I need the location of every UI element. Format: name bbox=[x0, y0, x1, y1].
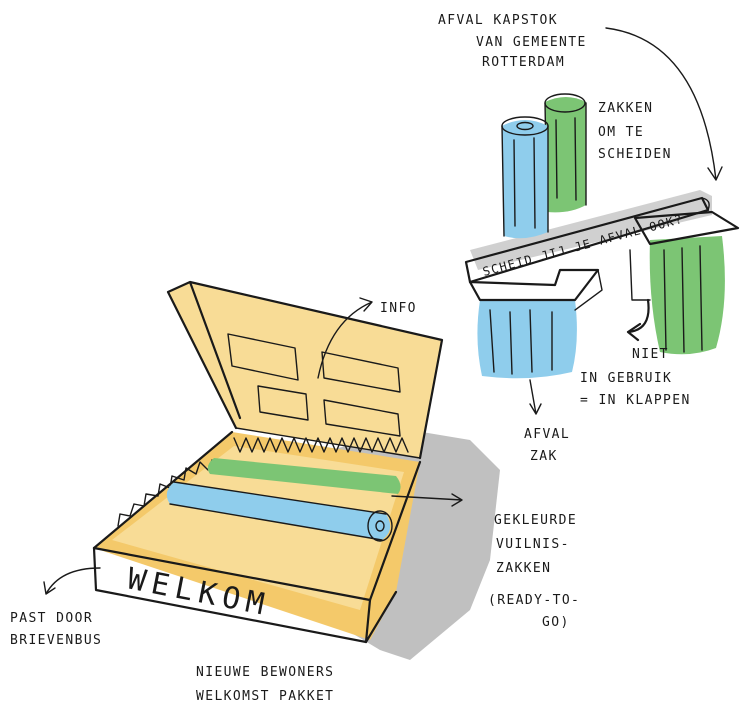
colored-bags-label: GEKLEURDE VUILNIS- ZAKKEN bbox=[494, 513, 577, 576]
hanger-title-label: AFVAL KAPSTOK VAN GEMEENTE ROTTERDAM bbox=[438, 13, 587, 70]
fold-note-line-2: IN GEBRUIK bbox=[580, 371, 672, 386]
bags-to-separate-label: ZAKKEN OM TE SCHEIDEN bbox=[598, 101, 672, 162]
colored-bags-line-3: ZAKKEN bbox=[496, 561, 551, 576]
waste-hanger-illustration bbox=[466, 28, 738, 414]
bags-to-separate-line-3: SCHEIDEN bbox=[598, 147, 672, 162]
bag-rolls bbox=[502, 94, 586, 238]
info-label: INFO bbox=[380, 301, 417, 316]
fold-arrow-icon bbox=[628, 300, 649, 340]
green-waste-bag bbox=[650, 236, 725, 354]
waste-bag-line-2: ZAK bbox=[530, 449, 558, 464]
blue-bag-roll bbox=[502, 120, 548, 238]
bags-to-separate-line-2: OM TE bbox=[598, 125, 644, 140]
welcome-box-illustration bbox=[44, 282, 500, 660]
waste-bag-label: AFVAL ZAK bbox=[524, 427, 570, 464]
fold-note-label: NIET IN GEBRUIK = IN KLAPPEN bbox=[580, 347, 691, 408]
bags-to-separate-line-1: ZAKKEN bbox=[598, 101, 653, 116]
fits-mailbox-line-1: PAST DOOR bbox=[10, 611, 93, 626]
fits-mailbox-line-2: BRIEVENBUS bbox=[10, 633, 102, 648]
fits-mailbox-label: PAST DOOR BRIEVENBUS bbox=[10, 611, 102, 648]
caption: NIEUWE BEWONERS WELKOMST PAKKET bbox=[196, 665, 334, 704]
waste-bag-line-1: AFVAL bbox=[524, 427, 570, 442]
caption-line-1: NIEUWE BEWONERS bbox=[196, 665, 334, 680]
ready-to-go-line-1: (READY-TO- bbox=[488, 593, 580, 608]
mailbox-arrow bbox=[44, 568, 100, 594]
hanger-title-line-1: AFVAL KAPSTOK bbox=[438, 13, 558, 28]
fold-note-line-1: NIET bbox=[632, 347, 669, 362]
fold-note-line-3: = IN KLAPPEN bbox=[580, 393, 691, 408]
ready-to-go-line-2: GO) bbox=[542, 615, 570, 630]
hanger-title-line-3: ROTTERDAM bbox=[482, 55, 565, 70]
colored-bags-line-1: GEKLEURDE bbox=[494, 513, 577, 528]
ready-to-go-label: (READY-TO- GO) bbox=[488, 593, 580, 630]
green-bag-roll bbox=[545, 97, 586, 212]
colored-bags-line-2: VUILNIS- bbox=[496, 537, 570, 552]
hanger-title-line-2: VAN GEMEENTE bbox=[476, 35, 587, 50]
caption-line-2: WELKOMST PAKKET bbox=[196, 689, 334, 704]
waste-bag-arrow bbox=[530, 380, 541, 414]
